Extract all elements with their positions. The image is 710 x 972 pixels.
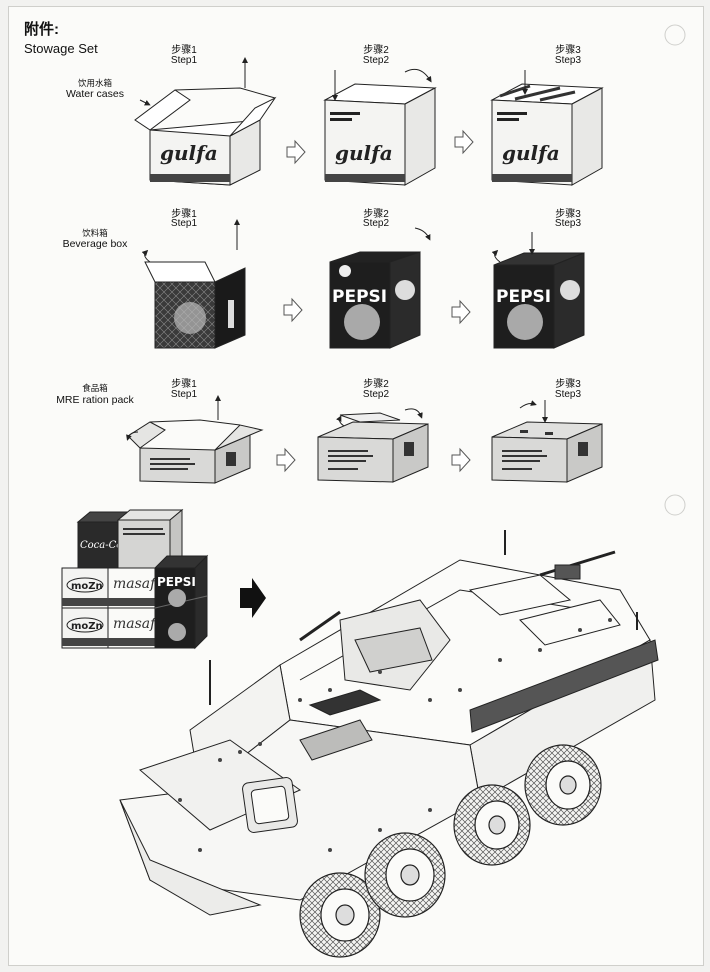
step-label-cn: 步骤2 xyxy=(363,209,389,220)
row-beverage-label: Beverage box xyxy=(62,238,128,250)
coca-cola-logo: Coca-Cola xyxy=(80,540,131,551)
gulfa-logo: gulfa xyxy=(160,141,218,165)
wheel xyxy=(364,832,446,918)
step-label: Step1 xyxy=(170,218,198,229)
placement-arrow xyxy=(240,578,266,618)
process-arrow xyxy=(451,299,471,325)
pepsi-logo: PEPSI xyxy=(157,575,196,589)
step-label: Step3 xyxy=(554,55,582,66)
bleed-through-marks xyxy=(664,24,686,516)
beverage-box-step2: PEPSI xyxy=(329,227,431,349)
step-label-cn: 步骤3 xyxy=(555,209,581,220)
step-label: Step3 xyxy=(554,389,582,400)
header-title: Stowage Set xyxy=(24,41,98,56)
step-label-cn: 步骤2 xyxy=(363,45,389,56)
step-label: Step1 xyxy=(170,55,198,66)
water-brand-logo: moZn xyxy=(71,581,103,592)
process-arrow xyxy=(454,129,474,155)
mre-box-step3 xyxy=(491,400,603,483)
step-label: Step1 xyxy=(170,389,198,400)
armored-vehicle-drawing xyxy=(119,530,659,916)
step-label-cn: 步骤1 xyxy=(171,45,197,56)
step-label: Step3 xyxy=(554,218,582,229)
row-mre-label-cn: 食品箱 xyxy=(82,383,108,393)
vehicle-wheels xyxy=(299,744,602,958)
process-arrow xyxy=(283,297,303,323)
water-brand-logo: moZn xyxy=(71,621,103,632)
water-brand-logo: masafi xyxy=(113,616,160,632)
step-label-cn: 步骤1 xyxy=(171,379,197,390)
mre-box-step1 xyxy=(126,395,264,484)
pepsi-logo: PEPSI xyxy=(332,287,387,307)
step-label: Step2 xyxy=(362,218,390,229)
process-arrow xyxy=(451,447,471,473)
header-chinese: 附件: xyxy=(24,21,59,38)
water-case-step2: gulfa xyxy=(323,68,437,186)
step-label: Step2 xyxy=(362,55,390,66)
pepsi-logo: PEPSI xyxy=(496,287,551,307)
water-case-step3: gulfa xyxy=(490,70,604,186)
water-brand-logo: masafi xyxy=(113,576,160,592)
wheel xyxy=(299,872,381,958)
process-arrow xyxy=(276,447,296,473)
wheel xyxy=(453,784,531,866)
row-water-label-cn: 饮用水箱 xyxy=(77,78,112,88)
mre-box-step2 xyxy=(317,408,429,483)
step-label-cn: 步骤3 xyxy=(555,379,581,390)
step-label-cn: 步骤2 xyxy=(363,379,389,390)
row-water-label: Water cases xyxy=(66,88,124,100)
gulfa-logo: gulfa xyxy=(335,141,393,165)
step-label: Step2 xyxy=(362,389,390,400)
process-arrow xyxy=(286,139,306,165)
stowage-stack-group: Coca-Cola moZn moZn masafi masafi PEPSI xyxy=(61,508,209,650)
row-beverage-label-cn: 饮料箱 xyxy=(82,228,108,238)
step-label-cn: 步骤1 xyxy=(171,209,197,220)
beverage-box-step1 xyxy=(141,219,246,349)
step-label-cn: 步骤3 xyxy=(555,45,581,56)
row-mre-label: MRE ration pack xyxy=(56,394,134,406)
wheel xyxy=(524,744,602,826)
beverage-box-step3: PEPSI xyxy=(491,232,585,349)
gulfa-logo: gulfa xyxy=(502,141,560,165)
water-case-step1: gulfa xyxy=(134,57,277,186)
